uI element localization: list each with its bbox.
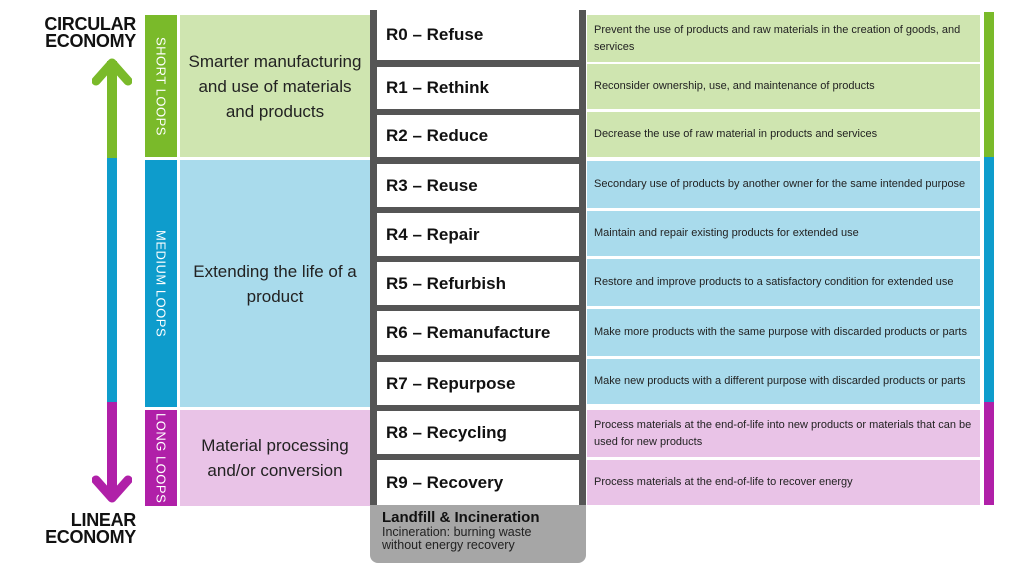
rung-r0: R0 – Refuse [377, 10, 579, 60]
medium-loops-label: MEDIUM LOOPS [153, 229, 169, 338]
arrow-head-down [92, 475, 132, 503]
short-loops-stripe [984, 12, 994, 157]
description-r4-text: Maintain and repair existing products fo… [594, 227, 859, 239]
medium-loops-description: Extending the life of a product [180, 160, 370, 407]
description-r5: Restore and improve products to a satisf… [587, 259, 980, 306]
description-r9: Process materials at the end-of-life to … [587, 460, 980, 505]
short-loops-label: SHORT LOOPS [153, 36, 169, 136]
rung-r6: R6 – Remanufacture [377, 311, 579, 355]
rung-r3: R3 – Reuse [377, 164, 579, 207]
arrow-up-icon [92, 58, 132, 161]
rung-r1: R1 – Rethink [377, 67, 579, 109]
description-r7: Make new products with a different purpo… [587, 359, 980, 404]
description-r2: Decrease the use of raw material in prod… [587, 112, 980, 157]
arrow-shaft-long [107, 402, 117, 498]
description-r3-text: Secondary use of products by another own… [594, 178, 966, 190]
landfill-title: Landfill & Incineration [382, 509, 540, 526]
arrow-down-icon [92, 402, 132, 503]
short-loops-description: Smarter manufacturing and use of materia… [180, 15, 370, 157]
description-r6-text: Make more products with the same purpose… [594, 326, 967, 338]
landfill-subtitle: Incineration: burning waste without ener… [382, 525, 532, 552]
description-r8: Process materials at the end-of-life int… [587, 410, 980, 457]
circular-label-line2: ECONOMY [45, 31, 136, 51]
r-ladder: R0 – Refuse R1 – Rethink R2 – Reduce R3 … [370, 10, 586, 510]
rung-r2: R2 – Reduce [377, 115, 579, 157]
rung-r9: R9 – Recovery [377, 460, 579, 505]
description-r2-text: Decrease the use of raw material in prod… [594, 128, 878, 140]
rung-r7: R7 – Repurpose [377, 362, 579, 405]
short-loops-tag: SHORT LOOPS [145, 15, 177, 157]
linear-label-line1: LINEAR [70, 510, 137, 530]
long-loops-description: Material processing and/or conversion [180, 410, 370, 506]
circular-label-line1: CIRCULAR [44, 14, 136, 34]
description-r0: Prevent the use of products and raw mate… [587, 15, 980, 62]
linear-economy-label: LINEAR ECONOMY [45, 510, 137, 547]
rung-r4: R4 – Repair [377, 213, 579, 256]
rung-r5: R5 – Refurbish [377, 262, 579, 305]
description-r8-text: Process materials at the end-of-life int… [594, 418, 972, 448]
long-loops-label: LONG LOOPS [153, 412, 169, 504]
description-r1: Reconsider ownership, use, and maintenan… [587, 64, 980, 109]
description-r6: Make more products with the same purpose… [587, 309, 980, 356]
medium-loops-stripe [984, 157, 994, 402]
short-loops-description-text: Smarter manufacturing and use of materia… [188, 51, 362, 121]
description-r0-text: Prevent the use of products and raw mate… [594, 23, 961, 53]
description-r7-text: Make new products with a different purpo… [594, 375, 966, 387]
arrow-shaft-short [107, 61, 117, 161]
medium-loops-description-text: Extending the life of a product [193, 261, 357, 306]
description-r1-text: Reconsider ownership, use, and maintenan… [594, 80, 875, 92]
medium-loops-tag: MEDIUM LOOPS [145, 160, 177, 407]
circular-economy-label: CIRCULAR ECONOMY [44, 14, 136, 51]
description-r9-text: Process materials at the end-of-life to … [594, 476, 853, 488]
landfill-incineration-box: Landfill & Incineration Incineration: bu… [370, 505, 586, 563]
long-loops-stripe [984, 402, 994, 505]
linear-label-line2: ECONOMY [45, 527, 136, 547]
arrow-shaft-medium [107, 158, 117, 403]
description-r5-text: Restore and improve products to a satisf… [594, 276, 954, 288]
economy-axis-arrow [92, 58, 132, 503]
long-loops-description-text: Material processing and/or conversion [201, 436, 349, 480]
rung-r8: R8 – Recycling [377, 411, 579, 454]
long-loops-tag: LONG LOOPS [145, 410, 177, 506]
description-r3: Secondary use of products by another own… [587, 161, 980, 208]
description-r4: Maintain and repair existing products fo… [587, 211, 980, 256]
arrow-head-up [92, 58, 132, 86]
